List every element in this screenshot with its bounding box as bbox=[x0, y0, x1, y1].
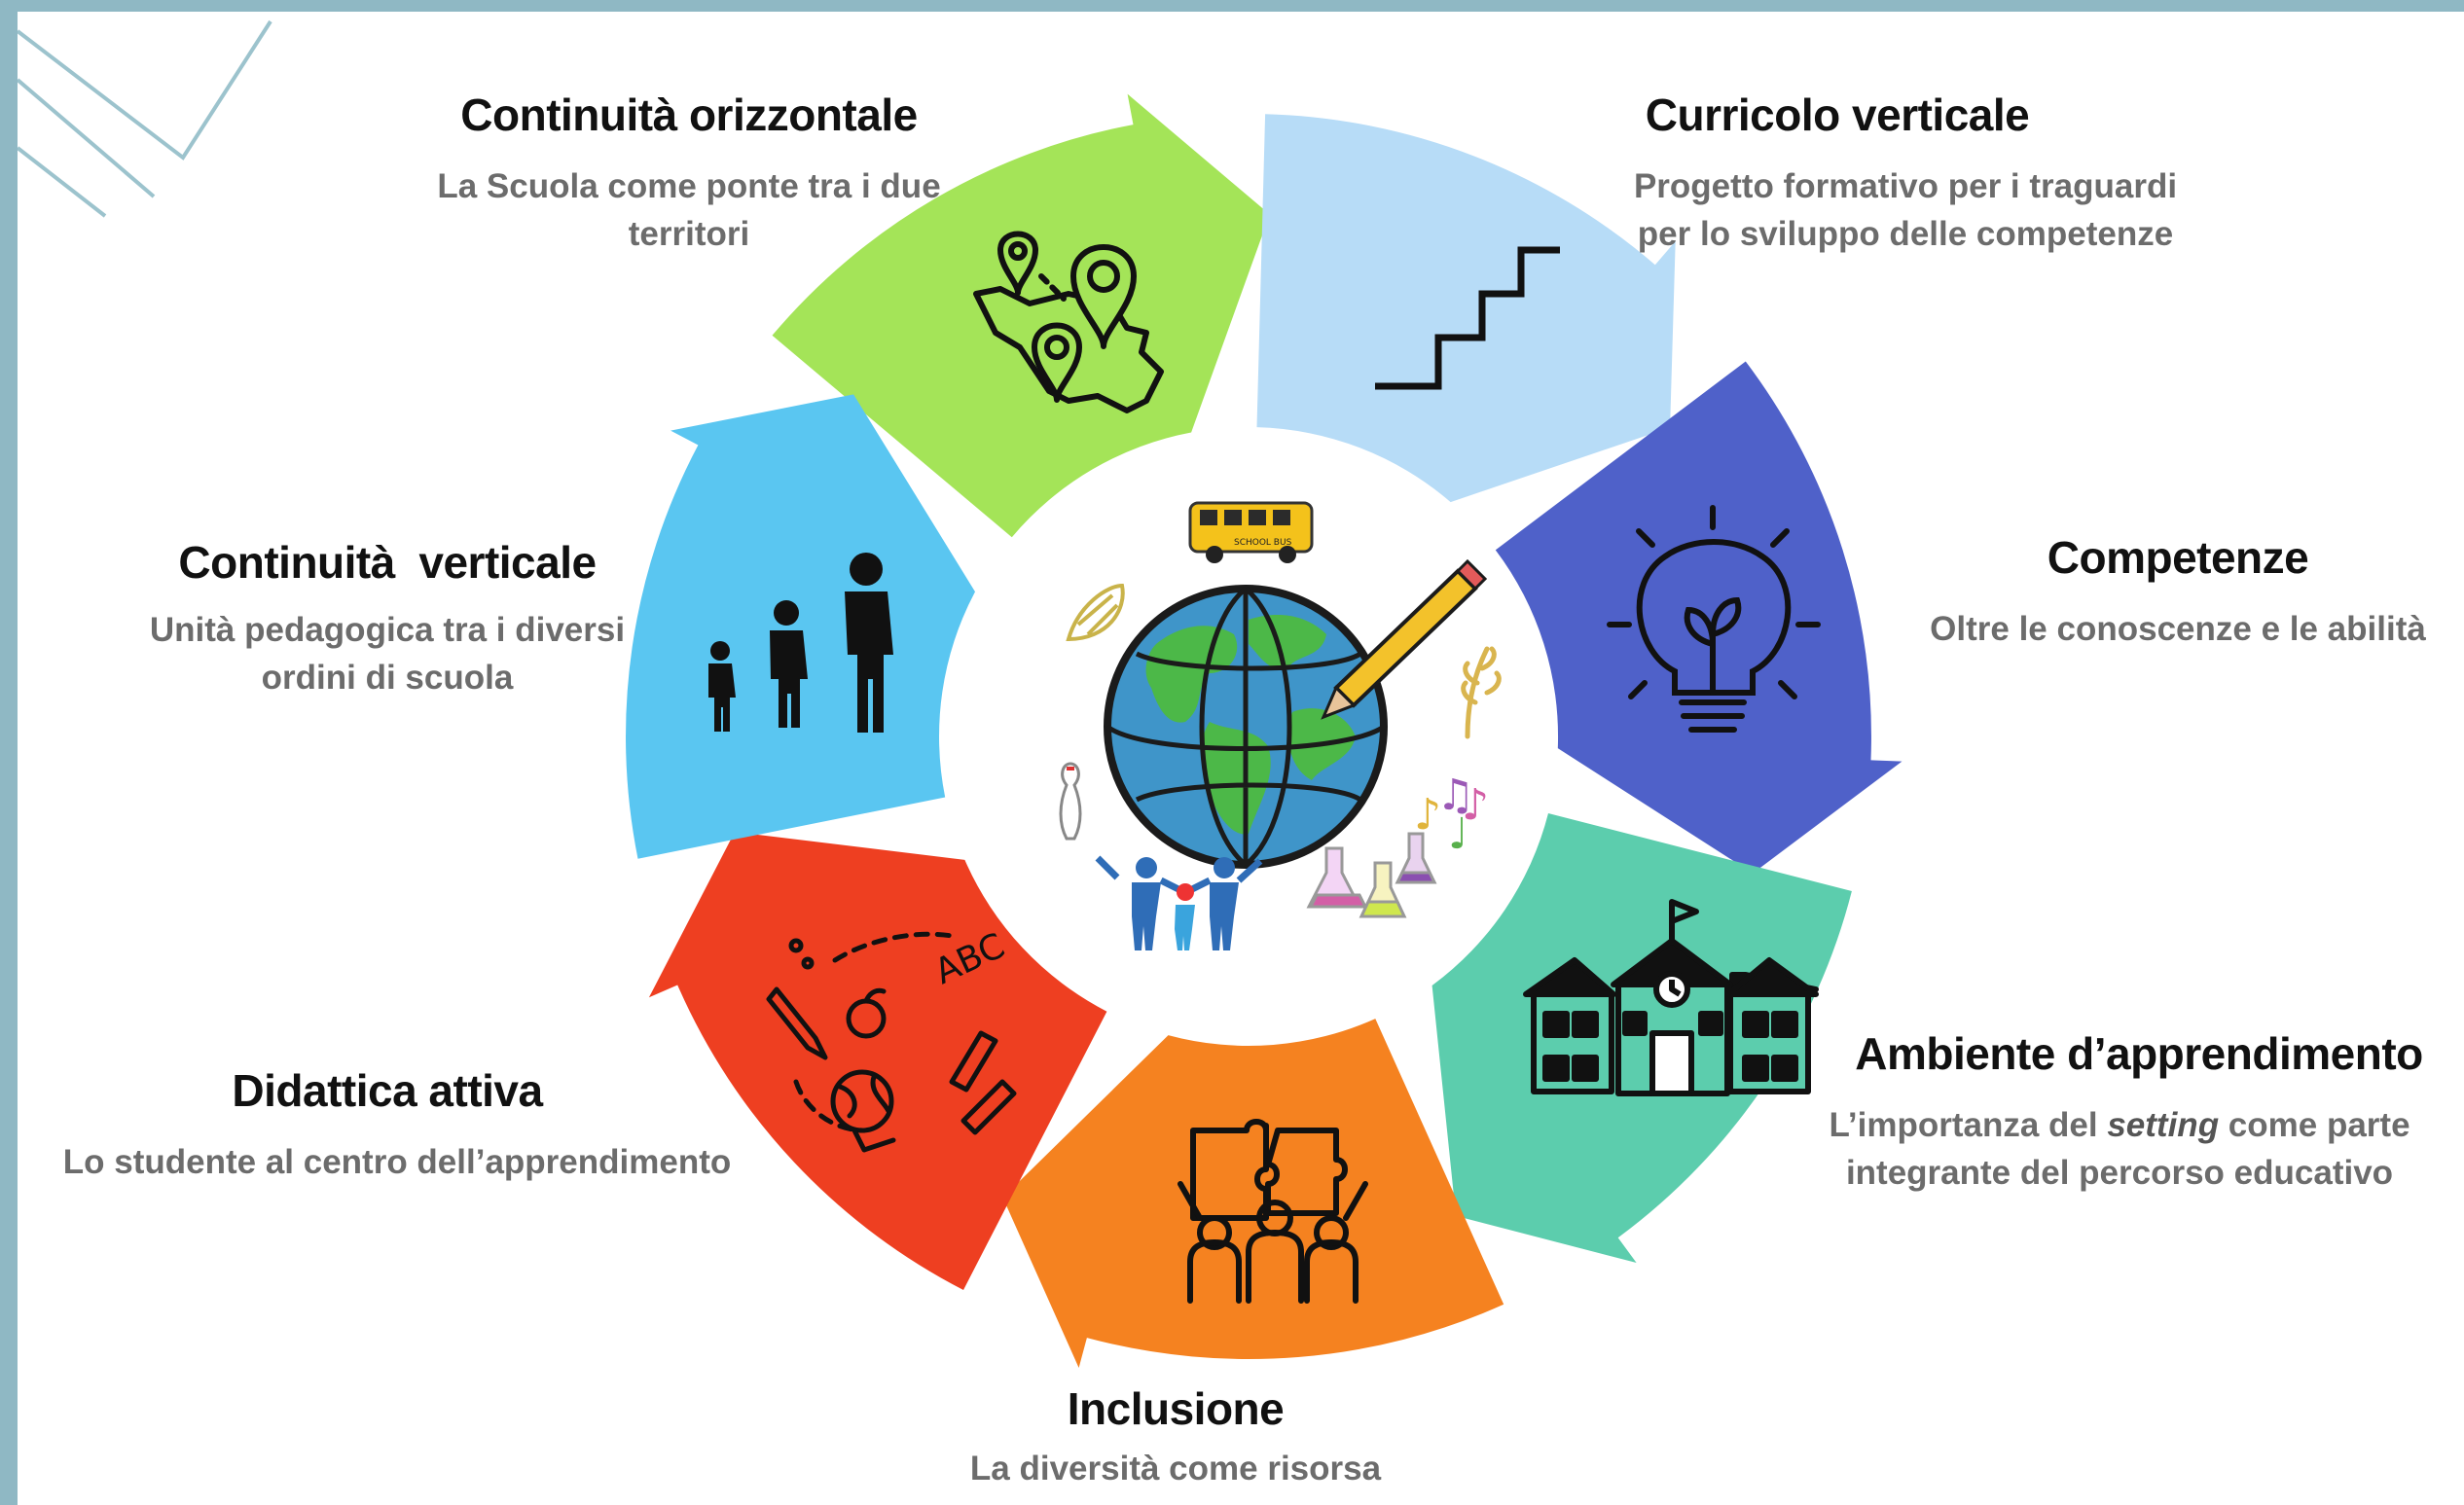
segment-didattica-attiva bbox=[648, 832, 1107, 1290]
desc-competenze: Oltre le conoscenze e le abilità bbox=[1930, 609, 2426, 648]
growing-children-icon bbox=[708, 553, 893, 733]
title-curricolo-verticale: Curricolo verticale bbox=[1645, 90, 2030, 140]
label-curricolo-verticale: Curricolo verticale Progetto formativo p… bbox=[1516, 90, 2177, 258]
title-continuita-orizzontale: Continuità orizzontale bbox=[460, 90, 918, 140]
title-ambiente-apprendimento: Ambiente d’apprendimento bbox=[1855, 1028, 2423, 1079]
desc-ambiente-setting: setting bbox=[2107, 1105, 2220, 1144]
music-notes-icon: ♪ ♫ ♪ ♩ bbox=[1414, 770, 1489, 859]
desc-didattica-attiva: Lo studente al centro dell’apprendimento bbox=[62, 1142, 732, 1181]
desc-ambiente-part2: come parte integrante del percorso educa… bbox=[1845, 1105, 2410, 1192]
lab-flasks-icon bbox=[1306, 832, 1437, 918]
people-puzzle-icon bbox=[1178, 1119, 1368, 1304]
desc-ambiente-apprendimento: L’importanza del setting come parte inte… bbox=[1818, 1101, 2421, 1197]
desc-continuita-verticale: Unità pedagogica tra i diversi ordini di… bbox=[149, 610, 626, 697]
globe-icon bbox=[1104, 585, 1388, 869]
label-competenze: Competenze Oltre le conoscenze e le abil… bbox=[1886, 532, 2464, 653]
title-competenze: Competenze bbox=[2047, 532, 2309, 583]
school-bus-icon: SCHOOL BUS bbox=[1188, 501, 1314, 563]
segment-arrow-green bbox=[772, 93, 1270, 538]
segment-continuita-orizzontale bbox=[772, 93, 1270, 538]
svg-text:♫: ♫ bbox=[1436, 770, 1474, 820]
label-continuita-orizzontale: Continuità orizzontale La Scuola come po… bbox=[309, 90, 1069, 258]
family-icon bbox=[1095, 855, 1263, 950]
label-ambiente-apprendimento: Ambiente d’apprendimento L’importanza de… bbox=[1808, 1028, 2464, 1197]
bus-text: SCHOOL BUS bbox=[1234, 538, 1292, 548]
title-didattica-attiva: Didattica attiva bbox=[232, 1065, 543, 1116]
map-pins-icon bbox=[973, 231, 1164, 413]
segment-inclusione bbox=[1002, 1019, 1504, 1368]
wheat-icon bbox=[1461, 646, 1502, 739]
desc-curricolo-verticale: Progetto formativo per i traguardi per l… bbox=[1633, 166, 2178, 253]
desc-inclusione: La diversità come risorsa bbox=[969, 1449, 1382, 1487]
desc-continuita-orizzontale: La Scuola come ponte tra i due territori bbox=[437, 166, 941, 253]
segment-curricolo-verticale bbox=[1256, 114, 1676, 503]
svg-text:♪: ♪ bbox=[1462, 780, 1489, 830]
label-continuita-verticale: Continuità verticale Unità pedagogica tr… bbox=[95, 537, 679, 701]
segment-continuita-verticale bbox=[626, 394, 975, 859]
school-building-icon bbox=[1523, 899, 1819, 1096]
segment-competenze bbox=[1495, 361, 1902, 874]
segment-arrow-lightblue bbox=[1256, 114, 1676, 503]
segment-arrow-red bbox=[648, 832, 1107, 1290]
label-didattica-attiva: Didattica attiva Lo studente al centro d… bbox=[37, 1065, 757, 1186]
school-doodles-icon: ABC bbox=[766, 926, 1017, 1153]
lightbulb-plant-icon bbox=[1607, 505, 1821, 733]
cycle-wheel: ABC SCHOOL BUS bbox=[626, 93, 1902, 1368]
ball-icon bbox=[1066, 583, 1125, 642]
desc-ambiente-part1: L’importanza del bbox=[1829, 1105, 2108, 1144]
svg-text:♪: ♪ bbox=[1414, 790, 1441, 840]
segment-arrow-indigo bbox=[1495, 361, 1902, 874]
diagram-canvas: ABC SCHOOL BUS bbox=[18, 12, 2464, 1505]
stairs-icon bbox=[1375, 246, 1560, 390]
corner-lines-decoration bbox=[18, 19, 272, 218]
title-inclusione: Inclusione bbox=[1067, 1383, 1285, 1434]
svg-text:♩: ♩ bbox=[1448, 809, 1468, 859]
segment-arrow-orange bbox=[1002, 1019, 1504, 1368]
segment-arrow-skyblue bbox=[626, 394, 975, 859]
label-inclusione: Inclusione La diversità come risorsa bbox=[854, 1383, 1497, 1492]
bowling-pins-icon bbox=[1059, 762, 1082, 841]
title-continuita-verticale: Continuità verticale bbox=[178, 537, 597, 588]
pencil-icon bbox=[1321, 558, 1488, 720]
